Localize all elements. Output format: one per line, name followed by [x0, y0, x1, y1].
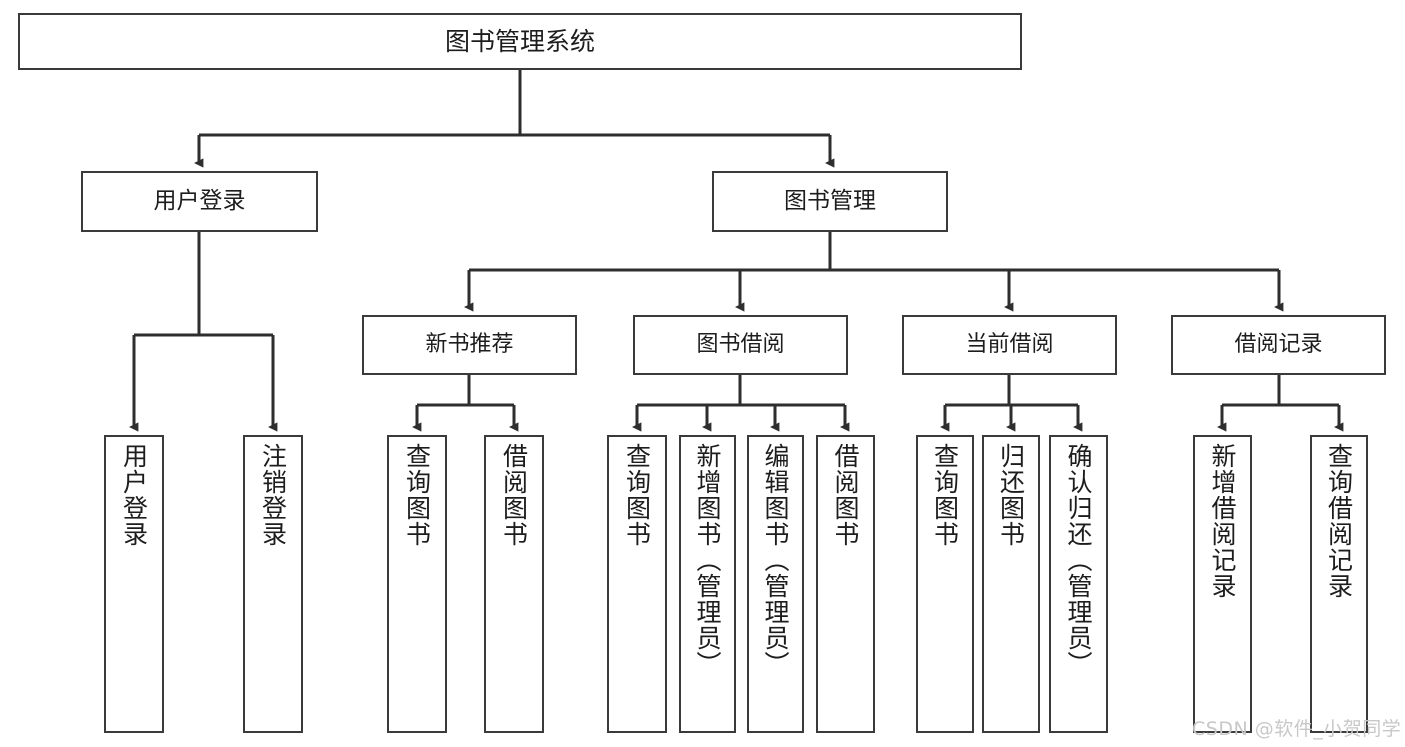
csdn-watermark: CSDN @软件_小贺同学 — [1192, 718, 1402, 740]
node-borrow-record[interactable]: 借阅记录 — [1171, 315, 1386, 375]
node-current-borrow-label: 当前借阅 — [965, 332, 1054, 358]
node-leaf-edit-book-label: 编辑图书（管理员） — [761, 443, 790, 677]
node-leaf-query-record[interactable]: 查询借阅记录 — [1310, 435, 1368, 733]
node-leaf-add-book[interactable]: 新增图书（管理员） — [679, 435, 736, 733]
node-leaf-add-record-label: 新增借阅记录 — [1208, 443, 1237, 599]
node-leaf-confirm-return-label: 确认归还（管理员） — [1064, 443, 1093, 677]
node-user-login[interactable]: 用户登录 — [81, 171, 318, 232]
node-leaf-borrow-book-1-label: 借阅图书 — [499, 443, 529, 547]
node-leaf-return-book-label: 归还图书 — [996, 443, 1026, 547]
node-leaf-add-record[interactable]: 新增借阅记录 — [1193, 435, 1252, 733]
node-leaf-user-login[interactable]: 用户登录 — [104, 435, 164, 733]
node-leaf-query-book-3-label: 查询图书 — [930, 443, 960, 547]
node-leaf-borrow-book-2-label: 借阅图书 — [831, 443, 860, 547]
node-leaf-query-book-1-label: 查询图书 — [402, 443, 432, 547]
node-leaf-add-book-label: 新增图书（管理员） — [693, 443, 722, 677]
node-new-book-rec[interactable]: 新书推荐 — [362, 315, 577, 375]
node-current-borrow[interactable]: 当前借阅 — [902, 315, 1117, 375]
node-book-borrow-label: 图书借阅 — [696, 332, 785, 358]
node-leaf-confirm-return[interactable]: 确认归还（管理员） — [1049, 435, 1108, 733]
node-leaf-query-record-label: 查询借阅记录 — [1324, 443, 1354, 599]
node-new-book-rec-label: 新书推荐 — [425, 332, 514, 358]
node-leaf-user-logout-label: 注销登录 — [258, 443, 288, 547]
node-leaf-user-logout[interactable]: 注销登录 — [243, 435, 303, 733]
node-root[interactable]: 图书管理系统 — [18, 13, 1022, 70]
node-root-label: 图书管理系统 — [444, 26, 595, 56]
node-leaf-query-book-1[interactable]: 查询图书 — [387, 435, 447, 733]
node-leaf-user-login-label: 用户登录 — [119, 443, 149, 547]
node-user-login-label: 用户登录 — [153, 187, 246, 214]
node-leaf-borrow-book-1[interactable]: 借阅图书 — [484, 435, 544, 733]
node-book-borrow[interactable]: 图书借阅 — [633, 315, 848, 375]
node-leaf-return-book[interactable]: 归还图书 — [982, 435, 1040, 733]
node-leaf-borrow-book-2[interactable]: 借阅图书 — [816, 435, 875, 733]
node-borrow-record-label: 借阅记录 — [1234, 332, 1323, 358]
node-leaf-query-book-2[interactable]: 查询图书 — [607, 435, 667, 733]
node-book-manage-label: 图书管理 — [784, 187, 876, 214]
node-leaf-edit-book[interactable]: 编辑图书（管理员） — [747, 435, 804, 733]
node-leaf-query-book-3[interactable]: 查询图书 — [916, 435, 974, 733]
node-leaf-query-book-2-label: 查询图书 — [622, 443, 652, 547]
node-book-manage[interactable]: 图书管理 — [712, 171, 948, 232]
